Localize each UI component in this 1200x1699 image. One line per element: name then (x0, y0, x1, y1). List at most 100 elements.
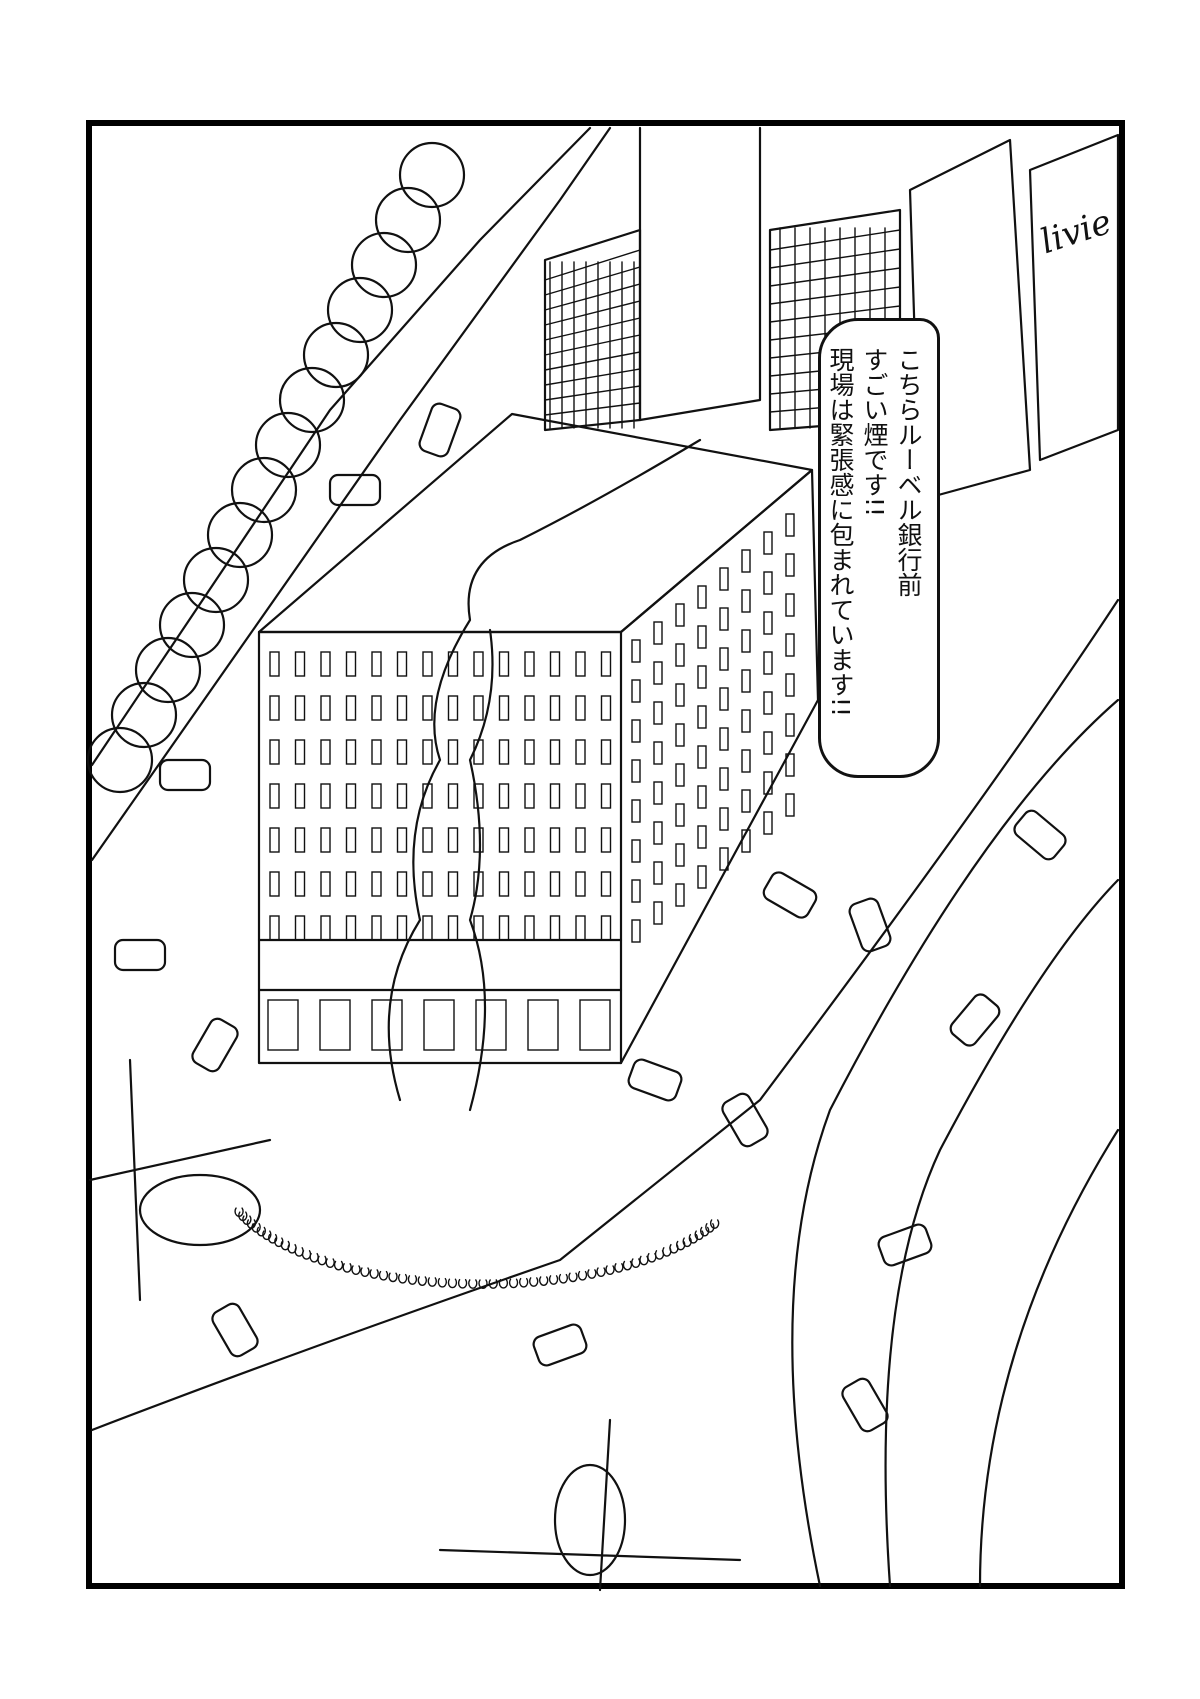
window (422, 651, 433, 677)
entrance-door (579, 999, 611, 1051)
window (371, 783, 382, 809)
window (371, 695, 382, 721)
window (631, 799, 641, 823)
window (741, 629, 751, 653)
window (320, 871, 331, 897)
window (600, 695, 612, 721)
window (473, 915, 484, 941)
tree (134, 636, 202, 704)
window (575, 651, 586, 677)
window (294, 651, 306, 677)
window (320, 651, 331, 677)
window (719, 847, 729, 871)
window (600, 827, 612, 853)
window (294, 871, 306, 897)
tree (230, 456, 298, 524)
person (699, 1226, 710, 1237)
window (524, 695, 535, 721)
window (600, 651, 612, 677)
window (741, 589, 751, 613)
window (600, 783, 612, 809)
person (631, 1258, 641, 1268)
window (697, 745, 707, 769)
window (785, 633, 795, 657)
person (508, 1278, 519, 1289)
window (631, 919, 641, 943)
person (274, 1237, 284, 1248)
window (498, 739, 510, 765)
window (473, 827, 484, 853)
car (848, 897, 892, 953)
window (549, 651, 561, 677)
window (719, 567, 729, 591)
window (269, 871, 280, 897)
window (320, 915, 331, 941)
window (524, 783, 535, 809)
window (345, 695, 357, 721)
tree (158, 591, 226, 659)
car (532, 1323, 588, 1367)
person (605, 1265, 615, 1275)
window (675, 843, 685, 867)
window (269, 695, 280, 721)
window (675, 763, 685, 787)
window (269, 915, 280, 941)
window (371, 915, 382, 941)
window (697, 865, 707, 889)
window (269, 827, 280, 853)
person (417, 1276, 427, 1286)
window (763, 651, 773, 675)
person (688, 1233, 699, 1244)
window (741, 829, 751, 853)
person (427, 1277, 437, 1287)
window (320, 783, 331, 809)
window (575, 827, 586, 853)
person (342, 1263, 352, 1273)
window (524, 827, 535, 853)
window (719, 807, 729, 831)
speech-line-1: こちらルーベル銀行前 (894, 347, 923, 597)
window (422, 695, 433, 721)
person (234, 1207, 244, 1217)
window (422, 739, 433, 765)
person (262, 1230, 272, 1241)
window (675, 803, 685, 827)
window (697, 665, 707, 689)
window (498, 871, 510, 897)
window (653, 661, 663, 685)
window (549, 827, 561, 853)
window (697, 705, 707, 729)
window (763, 811, 773, 835)
window (600, 871, 612, 897)
window (719, 727, 729, 751)
window (675, 723, 685, 747)
window (549, 695, 561, 721)
window (575, 695, 586, 721)
window (269, 651, 280, 677)
window (396, 651, 408, 677)
window (675, 883, 685, 907)
window (549, 739, 561, 765)
window (763, 771, 773, 795)
window (447, 695, 459, 721)
window (631, 719, 641, 743)
roads (90, 126, 1120, 1588)
person (694, 1230, 704, 1241)
window (524, 871, 535, 897)
crowd (234, 1207, 720, 1289)
window (524, 739, 535, 765)
window (447, 739, 459, 765)
person (647, 1252, 657, 1263)
window (719, 767, 729, 791)
window (653, 781, 663, 805)
person (548, 1275, 559, 1285)
window (447, 783, 459, 809)
tree (110, 681, 178, 749)
window (294, 695, 306, 721)
window (741, 549, 751, 573)
person (447, 1278, 458, 1289)
window (600, 739, 612, 765)
window (524, 651, 535, 677)
person (246, 1219, 257, 1229)
tree (86, 726, 154, 794)
